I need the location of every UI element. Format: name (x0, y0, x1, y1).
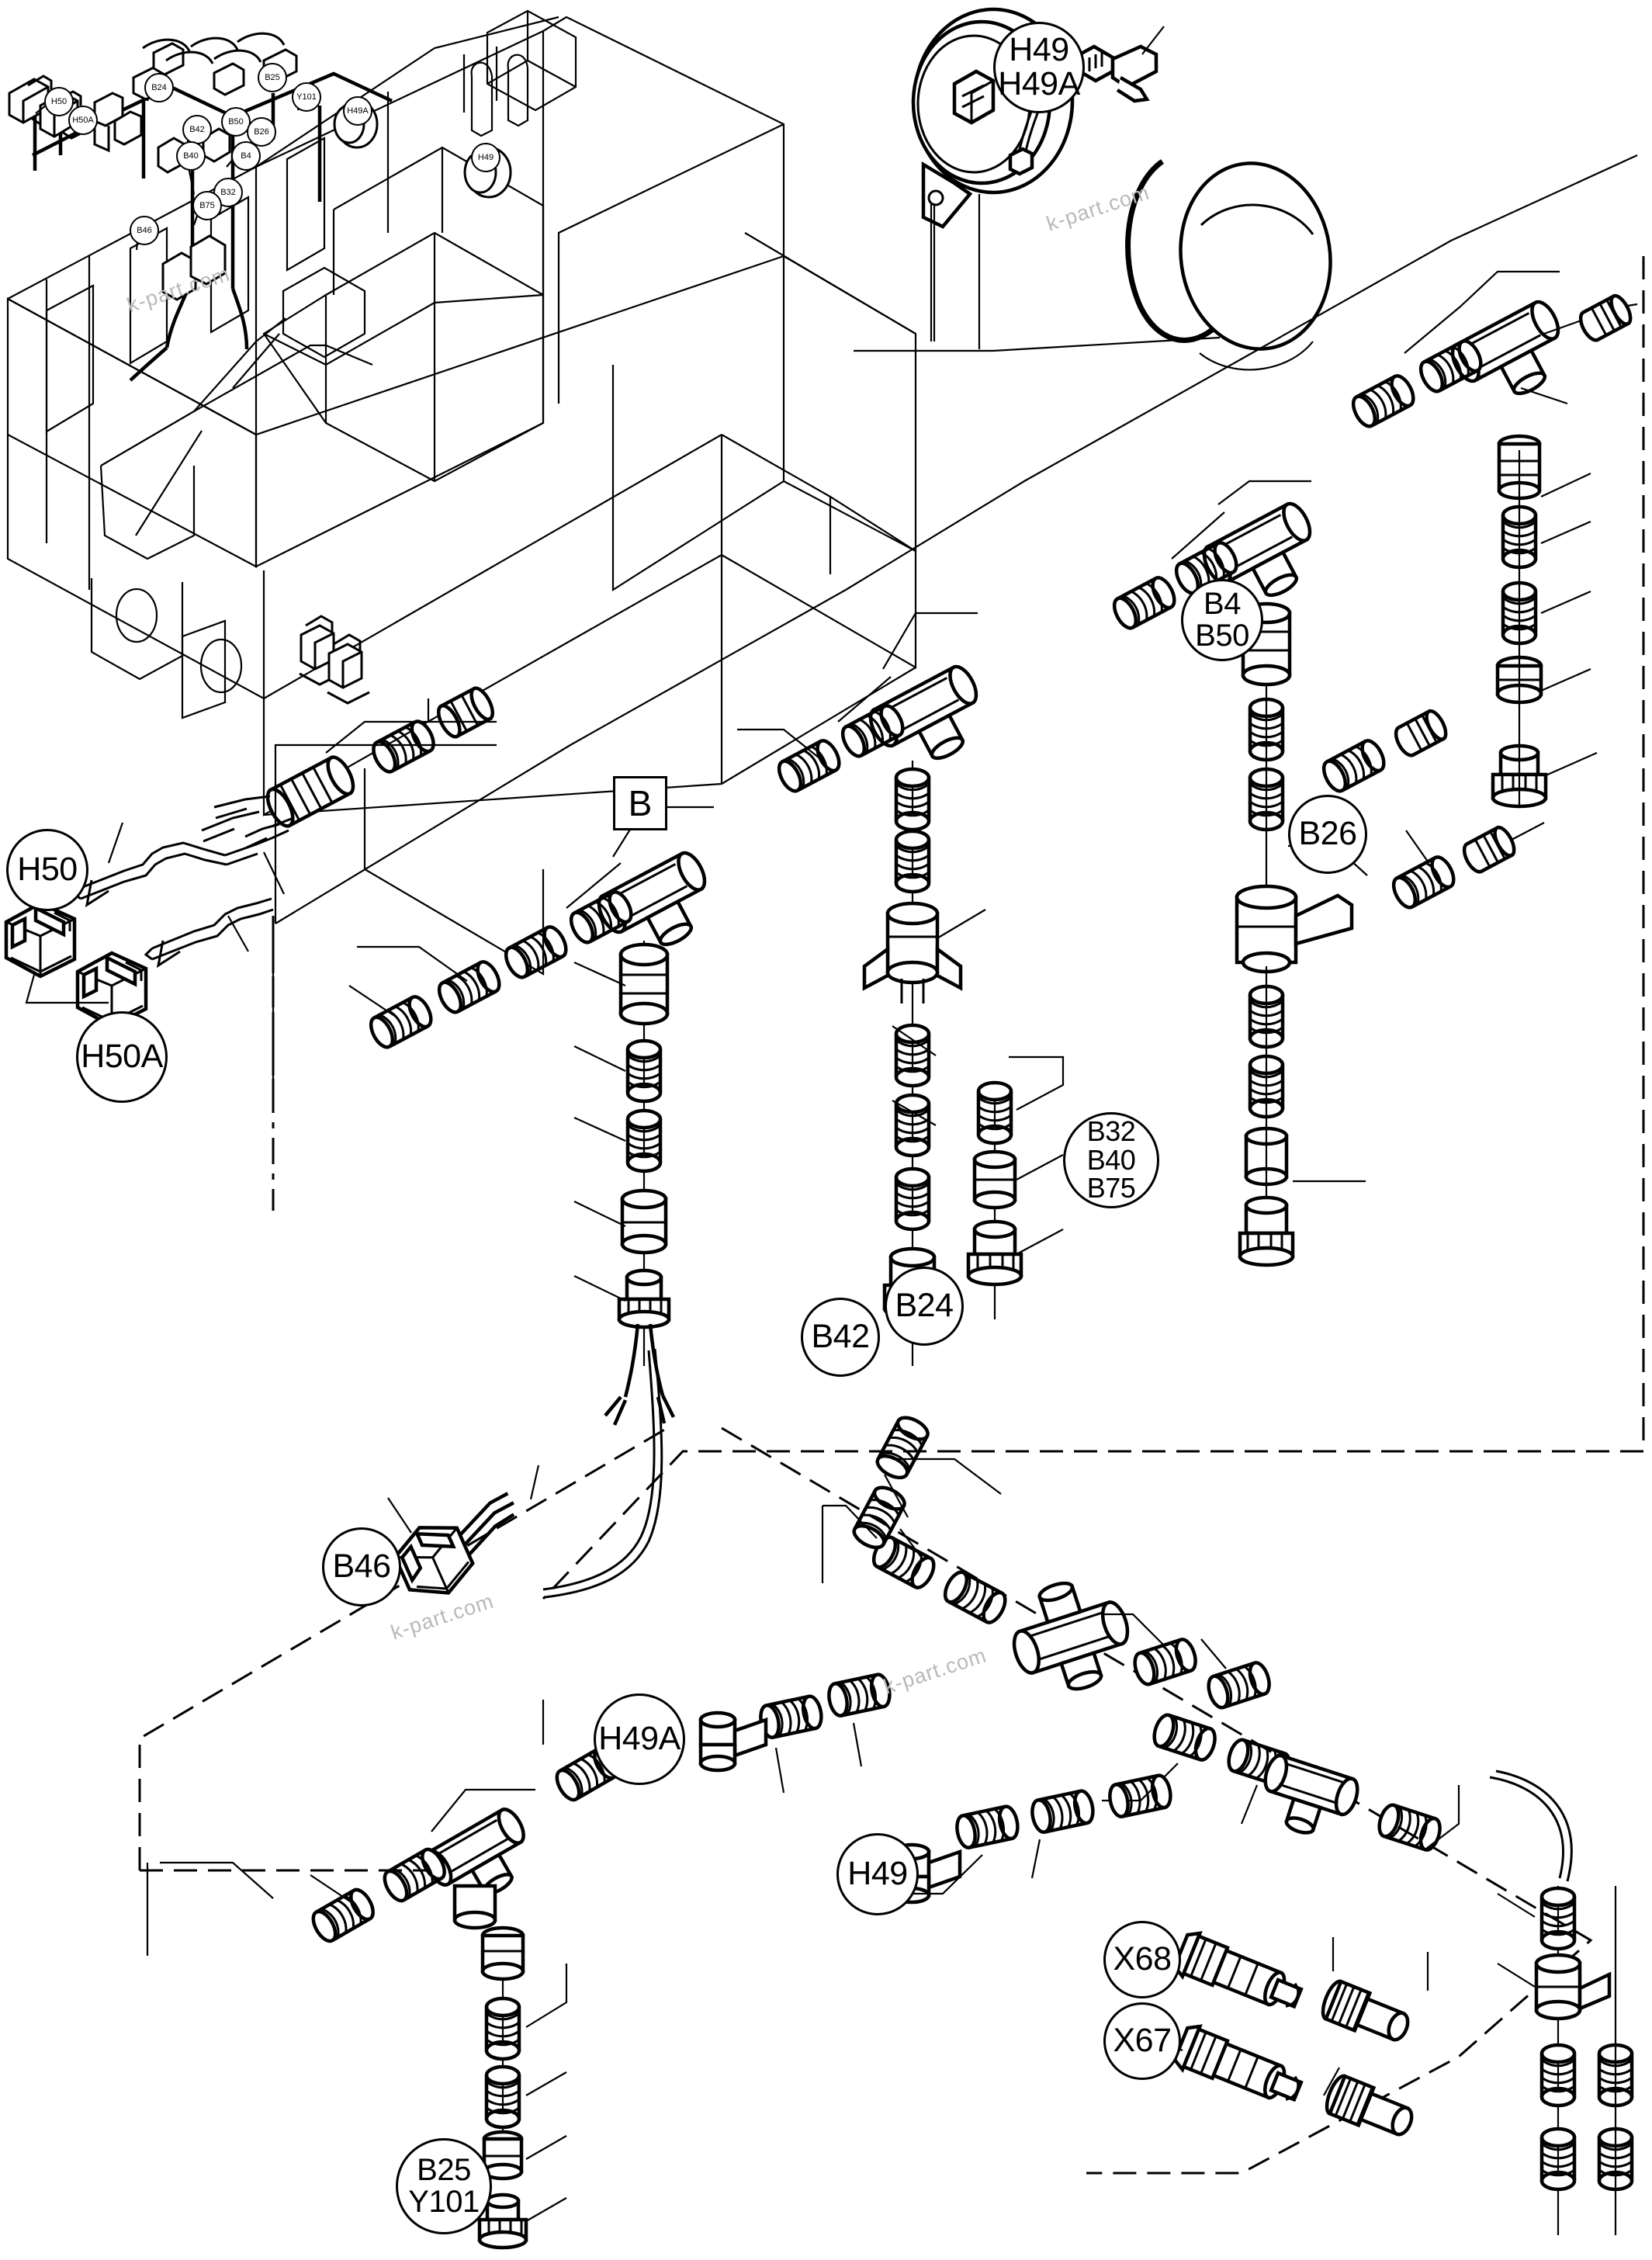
machine-callout-label: B4 (241, 151, 251, 161)
callout-b46[interactable]: B46 (322, 1527, 401, 1607)
machine-callout-label: H50 (50, 97, 68, 106)
callout-b42[interactable]: B42 (801, 1298, 880, 1377)
callout-label: Y101 (408, 2185, 480, 2219)
machine-callout-label: B50 (228, 117, 244, 127)
machine-callout-label: B42 (189, 125, 205, 134)
machine-callout-label: Y101 (296, 92, 317, 102)
callout-label: B4 (1204, 587, 1241, 622)
machine-callout-h49[interactable]: H49 (471, 143, 500, 172)
machine-callout-label: B75 (199, 201, 215, 210)
machine-callout-b75[interactable]: B75 (192, 191, 222, 220)
callout-h50a[interactable]: H50A (76, 1011, 168, 1103)
machine-callout-label: B25 (265, 73, 280, 82)
machine-callout-b42[interactable]: B42 (182, 115, 212, 144)
machine-callout-label: B32 (220, 188, 236, 197)
callout-h49-lower[interactable]: H49 (836, 1833, 919, 1915)
machine-callout-label: H49A (347, 106, 369, 116)
callout-label: B25 (417, 2153, 471, 2188)
machine-callout-h50[interactable]: H50 (44, 87, 74, 116)
machine-callout-label: H50A (72, 116, 94, 125)
machine-callout-label: B46 (137, 226, 152, 235)
callout-label: H50 (17, 851, 78, 889)
machine-callout-label: B24 (151, 83, 167, 92)
callout-label: H49A (598, 1720, 681, 1758)
callout-x68[interactable]: X68 (1103, 1921, 1181, 1998)
machine-callout-h50a[interactable]: H50A (68, 106, 98, 135)
callout-h49a-lower[interactable]: H49A (594, 1693, 685, 1785)
machine-callout-b46[interactable]: B46 (130, 216, 159, 245)
callout-label: X68 (1113, 1940, 1172, 1978)
callout-b24[interactable]: B24 (885, 1267, 964, 1346)
section-label-b: B (613, 776, 667, 830)
callout-h50[interactable]: H50 (6, 829, 88, 911)
machine-callout-b40[interactable]: B40 (176, 141, 206, 171)
machine-callout-b25[interactable]: B25 (258, 63, 287, 92)
callout-label: X67 (1113, 2022, 1172, 2060)
machine-callout-y101[interactable]: Y101 (292, 82, 321, 112)
callout-label: B40 (1086, 1143, 1136, 1176)
callout-label: B24 (895, 1287, 954, 1325)
machine-callout-b4[interactable]: B4 (231, 141, 261, 171)
section-label-text: B (628, 783, 653, 823)
callout-label: H49 (1009, 31, 1069, 69)
callout-label: B50 (1195, 619, 1249, 653)
callout-x67[interactable]: X67 (1103, 2002, 1181, 2080)
callout-label: B75 (1086, 1172, 1136, 1205)
machine-callout-h49a[interactable]: H49A (343, 96, 372, 126)
machine-callout-b24[interactable]: B24 (144, 73, 174, 102)
machine-callout-label: H49 (477, 153, 494, 162)
callout-label: B46 (332, 1548, 391, 1586)
callout-label: B42 (811, 1318, 870, 1356)
callout-label: H49A (998, 65, 1080, 102)
machine-callout-label: B40 (183, 151, 199, 161)
callout-label: B26 (1298, 815, 1357, 853)
callout-label: H50A (81, 1038, 163, 1076)
callout-b26[interactable]: B26 (1288, 795, 1367, 874)
callout-label: H49 (847, 1855, 908, 1893)
callout-label: B32 (1086, 1114, 1136, 1147)
machine-callout-label: B26 (254, 127, 269, 137)
